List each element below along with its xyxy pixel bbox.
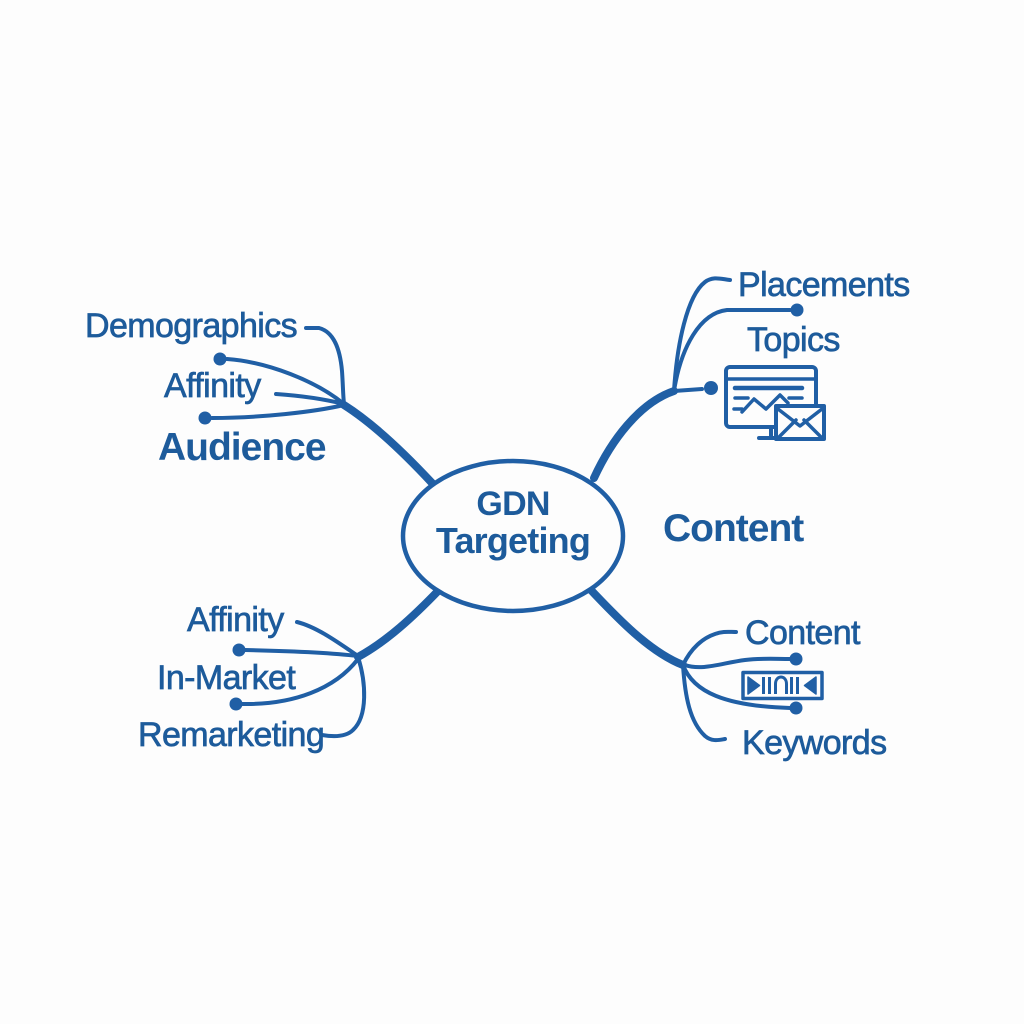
bottom-left-dot-line-1 — [243, 648, 360, 658]
topics-dot — [790, 303, 804, 317]
browser-analytics-envelope-icon — [724, 365, 826, 441]
bottom-left-dot-line-2 — [240, 657, 360, 707]
barcode-chevron-right — [747, 676, 761, 695]
bottom-left-connectors — [240, 620, 367, 739]
remarketing-connector — [320, 655, 367, 739]
center-node-ellipse — [400, 458, 626, 614]
envelope-flap — [776, 407, 824, 428]
top-left-dot-line-1 — [225, 357, 346, 406]
analytics-zigzag-line — [740, 393, 790, 414]
label-affinity-top-left: Affinity — [164, 367, 262, 405]
top-right-hub-dot — [704, 381, 718, 395]
branch-curve-bottom-right — [584, 583, 687, 669]
top-right-connectors — [672, 276, 792, 393]
branch-curve-top-right — [590, 387, 678, 482]
envelope-folds — [777, 418, 823, 439]
label-in-market: In-Market — [157, 659, 296, 697]
barcode-bars-right — [790, 677, 799, 694]
label-remarketing: Remarketing — [138, 716, 325, 754]
center-node-line1: GDN — [476, 485, 550, 523]
demographics-connector — [304, 326, 346, 406]
bottom-left-dot-1 — [232, 643, 246, 657]
affinity-bl-connector — [295, 620, 360, 658]
branch-curve-bottom-left — [354, 586, 443, 661]
content-sub-connector — [681, 629, 738, 667]
top-left-dot-line-2 — [210, 403, 346, 420]
label-placements: Placements — [738, 266, 911, 304]
barcode-frame — [741, 670, 824, 701]
bottom-right-dot-1 — [789, 652, 803, 666]
barcode-scan-icon — [741, 670, 824, 701]
branch-curve-top-left — [340, 401, 436, 487]
center-node-label: GDN Targeting — [403, 486, 623, 559]
barcode-chevron-left — [803, 676, 817, 695]
label-demographics: Demographics — [85, 307, 298, 345]
top-right-icon-stub — [672, 387, 704, 393]
label-topics: Topics — [747, 321, 841, 359]
keywords-connector — [681, 663, 727, 743]
barcode-arch — [774, 675, 788, 694]
label-content-branch: Content — [663, 507, 804, 550]
bottom-right-dot-2 — [789, 701, 803, 715]
topics-connector — [672, 308, 792, 393]
label-content-sub: Content — [745, 614, 861, 652]
bottom-left-dot-2 — [229, 697, 243, 711]
top-left-dot-1 — [213, 352, 227, 366]
top-left-dot-2 — [198, 411, 212, 425]
barcode-bars-left — [762, 677, 771, 694]
center-node-line2: Targeting — [435, 520, 591, 561]
bottom-right-dot-line-1 — [683, 656, 792, 670]
main-branches — [340, 387, 687, 669]
label-keywords: Keywords — [742, 724, 888, 762]
label-affinity-bottom-left: Affinity — [187, 601, 285, 639]
placements-connector — [672, 276, 732, 393]
affinity-tl-connector — [274, 392, 346, 406]
top-left-connectors — [210, 326, 346, 420]
bottom-right-connectors — [681, 629, 792, 743]
bottom-right-dot-line-2 — [681, 663, 792, 710]
label-audience-branch: Audience — [158, 426, 327, 469]
